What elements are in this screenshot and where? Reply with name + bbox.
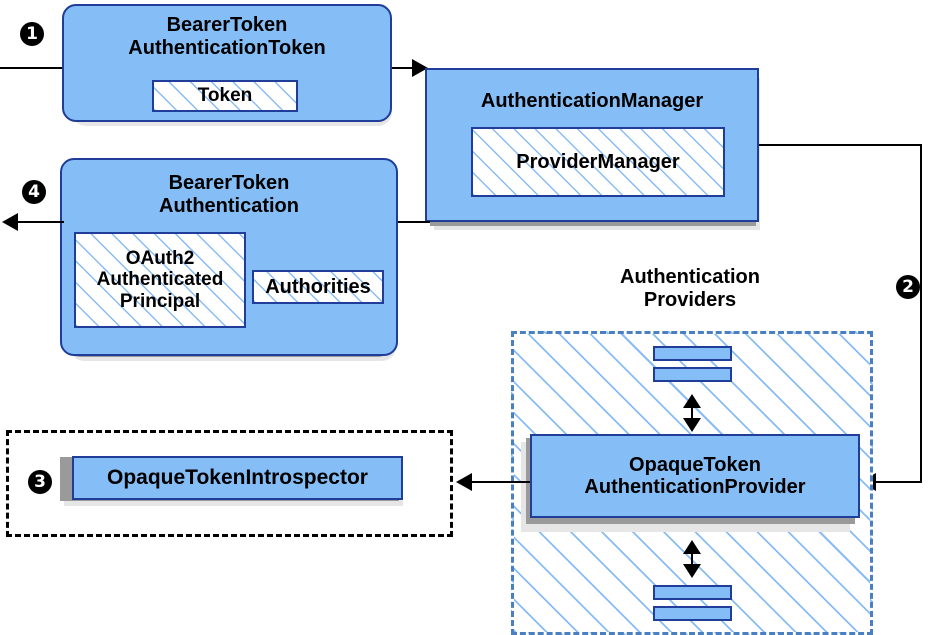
authentication-providers-title-line1: Authentication [620, 266, 760, 288]
authentication-providers-title-line2: Providers [643, 289, 737, 312]
bearer-token-authentication-title: BearerToken Authentication [62, 172, 396, 217]
provider-stack-bar-top-1 [653, 346, 732, 361]
bearer-token-authentication-token-title-line2: AuthenticationToken [128, 36, 326, 59]
bearer-token-authentication-token-title: BearerToken AuthenticationToken [64, 14, 390, 59]
step-badge-2: 2 [896, 275, 920, 299]
arrow-down-bottom-provider-link [683, 564, 701, 578]
connector-manager-right [759, 144, 922, 146]
bearer-token-authentication-title-line2: Authentication [159, 194, 299, 217]
connector-manager-to-authentication [394, 221, 430, 223]
connector-manager-to-provider [872, 481, 922, 483]
bearer-token-authentication-token-title-line1: BearerToken [166, 14, 288, 36]
token-sub-box-label: Token [197, 85, 253, 107]
arrow-authentication-out [2, 213, 18, 231]
bearer-token-authentication-node[interactable]: BearerToken Authentication OAuth2 Authen… [60, 158, 398, 356]
opaque-token-authentication-provider-line2: AuthenticationProvider [584, 476, 806, 498]
bearer-token-authentication-title-line1: BearerToken [168, 172, 290, 194]
authorities-label: Authorities [265, 275, 371, 298]
opaque-token-introspector-node[interactable]: OpaqueTokenIntrospector [72, 456, 403, 500]
authentication-providers-title: Authentication Providers [540, 266, 840, 312]
oauth2-authenticated-principal-line3: Principal [119, 290, 201, 312]
connector-token-to-manager [392, 67, 420, 69]
oauth2-authenticated-principal-line2: Authenticated [96, 269, 224, 291]
connector-manager-down [920, 144, 922, 482]
introspector-region [6, 430, 453, 537]
bearer-token-authentication-token-node[interactable]: BearerToken AuthenticationToken Token [62, 4, 392, 122]
authentication-manager-node[interactable]: AuthenticationManager ProviderManager [425, 68, 759, 222]
oauth2-authenticated-principal-line1: OAuth2 [125, 248, 195, 270]
opaque-token-introspector-label: OpaqueTokenIntrospector [107, 466, 368, 490]
provider-stack-bar-top-2 [653, 367, 732, 382]
connector-bottom-provider-link [691, 544, 693, 570]
opaque-token-authentication-provider-node[interactable]: OpaqueToken AuthenticationProvider [530, 434, 860, 518]
provider-manager-sub-box[interactable]: ProviderManager [471, 127, 725, 197]
opaque-token-authentication-provider-label: OpaqueToken AuthenticationProvider [584, 454, 805, 499]
connector-provider-to-introspector [470, 481, 530, 483]
provider-stack-bar-bottom-1 [653, 585, 732, 600]
arrow-token-to-manager [412, 59, 428, 77]
authentication-manager-title: AuthenticationManager [480, 90, 704, 112]
token-sub-box[interactable]: Token [152, 80, 298, 112]
provider-manager-label: ProviderManager [516, 150, 680, 173]
opaque-token-authentication-provider-line1: OpaqueToken [629, 453, 761, 476]
provider-stack-bar-bottom-2 [653, 606, 732, 621]
authorities-sub-box[interactable]: Authorities [252, 270, 384, 304]
step-badge-1: 1 [20, 22, 44, 46]
connector-authentication-out [16, 221, 64, 223]
oauth2-authenticated-principal-label: OAuth2 Authenticated Principal [97, 248, 224, 312]
arrow-down-top-provider-link [683, 418, 701, 432]
arrow-provider-to-introspector [456, 473, 472, 491]
connector-top-provider-link [691, 398, 693, 424]
step-badge-3: 3 [28, 470, 52, 494]
oauth2-authenticated-principal-sub-box[interactable]: OAuth2 Authenticated Principal [74, 232, 246, 328]
step-badge-4: 4 [22, 180, 46, 204]
connector-request-in [0, 67, 72, 69]
